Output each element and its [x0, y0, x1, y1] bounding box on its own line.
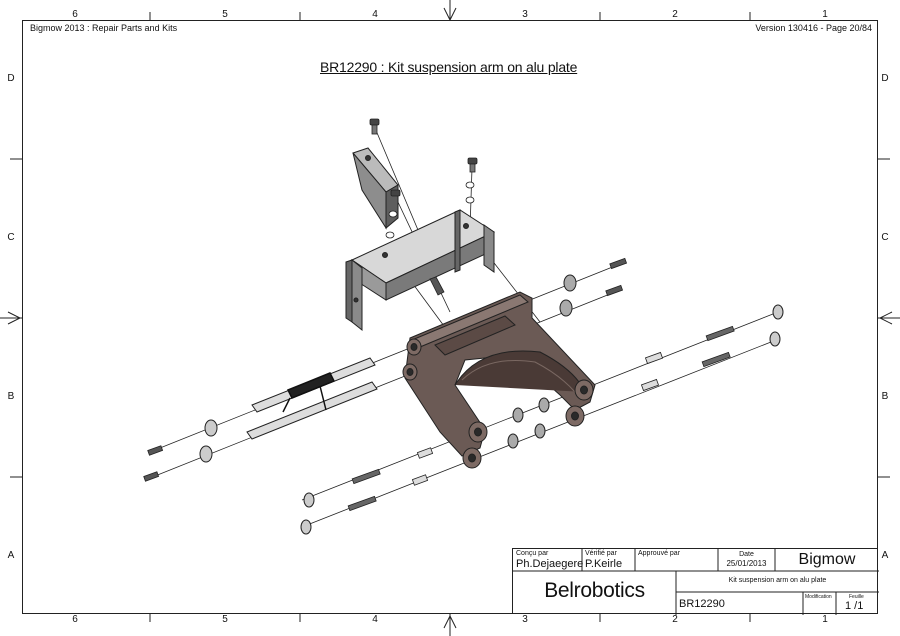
approved-by-label: Approuvé par [638, 550, 681, 557]
zone-row-label: D [7, 73, 15, 84]
washer-icon [199, 419, 218, 463]
washer-icon [300, 304, 784, 535]
zone-col-label: 2 [672, 614, 678, 625]
zone-col-label: 6 [72, 614, 78, 625]
company-name: Belrobotics [544, 579, 645, 602]
zone-row-label: B [881, 391, 889, 402]
zone-col-label: 1 [822, 9, 828, 20]
product-name: Bigmow [798, 551, 856, 568]
modification-label: Modification [805, 594, 832, 600]
zone-row-label: A [7, 550, 15, 561]
screw-icon [429, 276, 445, 296]
washer-icon [559, 274, 577, 317]
title-block-grid [513, 549, 879, 615]
zone-col-label: 6 [72, 9, 78, 20]
screw-icon [143, 445, 164, 482]
screw-top-icon [369, 118, 380, 135]
zone-col-label: 2 [672, 9, 678, 20]
zone-row-label: C [7, 232, 15, 243]
zone-row-label: A [881, 550, 889, 561]
document-header-right: Version 130416 - Page 20/84 [755, 23, 872, 33]
designed-by-value: Ph.Dejaegere [516, 558, 584, 570]
sheet-label: Feuille [849, 594, 864, 600]
checked-by-label: Vérifié par [585, 550, 617, 557]
sheet-value: 1 /1 [845, 600, 864, 612]
designed-by-label: Conçu par [516, 550, 549, 557]
zone-col-label: 3 [522, 614, 528, 625]
zone-col-label: 3 [522, 9, 528, 20]
part-number: BR12290 [679, 598, 725, 610]
suspension-arm-icon [402, 291, 596, 469]
zone-row-label: B [7, 391, 15, 402]
drawing-title: BR12290 : Kit suspension arm on alu plat… [320, 59, 578, 75]
zone-col-label: 1 [822, 614, 828, 625]
spacer-block-icon [352, 147, 399, 230]
checked-by-value: P.Keirle [585, 558, 623, 570]
zone-col-label: 5 [222, 614, 228, 625]
screw-icon [605, 257, 628, 297]
drawing-border [22, 20, 878, 614]
zone-row-label: D [881, 73, 889, 84]
pivot-shaft-icon [246, 357, 378, 440]
pin-icon [411, 351, 664, 486]
spring-icon [282, 372, 336, 413]
zone-col-label: 5 [222, 9, 228, 20]
zone-col-label: 4 [372, 9, 378, 20]
screw-icon [467, 157, 478, 173]
title-block: Conçu par Ph.Dejaegere Vérifié par P.Kei… [512, 548, 879, 615]
date-label: Date [739, 551, 754, 558]
kit-description: Kit suspension arm on alu plate [728, 577, 827, 584]
screw-icon [347, 325, 735, 512]
u-bracket-icon [345, 209, 496, 332]
washer-icon [507, 397, 550, 449]
zone-row-label: C [881, 232, 889, 243]
date-value: 25/01/2013 [726, 559, 767, 568]
zone-col-label: 4 [372, 614, 378, 625]
document-header-left: Bigmow 2013 : Repair Parts and Kits [30, 23, 178, 33]
screw-icon [390, 189, 401, 197]
